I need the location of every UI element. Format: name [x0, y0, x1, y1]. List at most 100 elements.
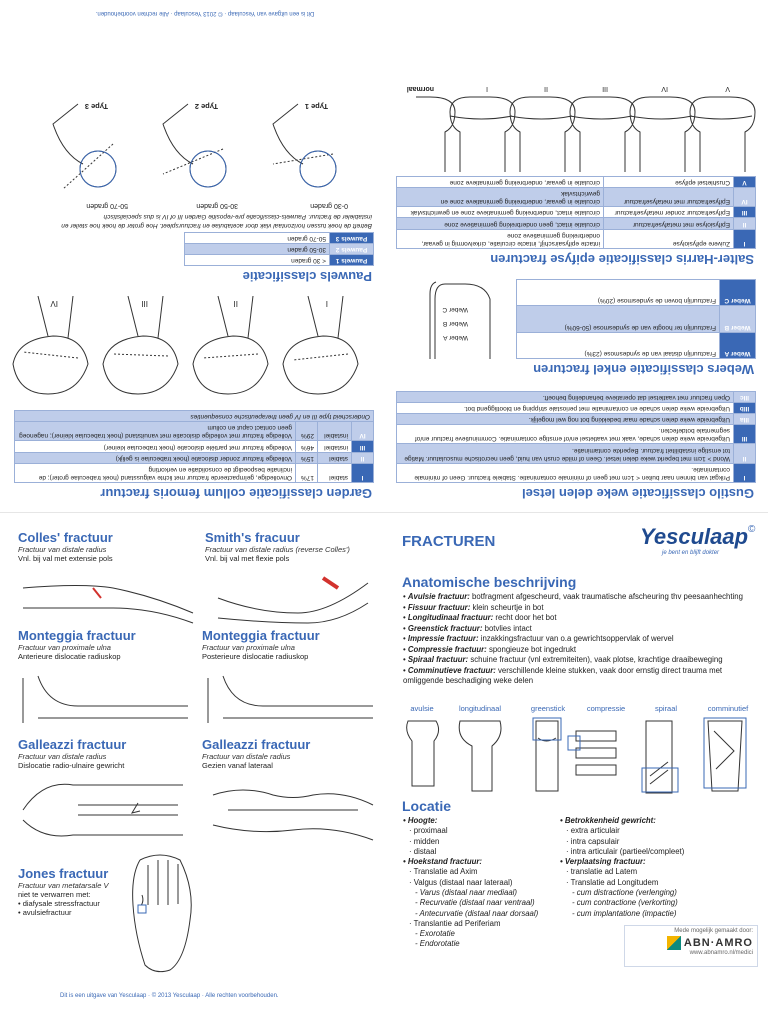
locatie-item: - cum implantatione (impactie) [572, 908, 677, 918]
locatie-item: · midden [409, 836, 440, 846]
colles-block: Colles' fractuur Fractuur van distale ra… [18, 530, 203, 563]
anatomy-item: • Longitudinaal fractuur: recht door het… [403, 613, 557, 623]
brand-symbol: © [748, 524, 756, 535]
locatie-item: · proximaal [409, 826, 448, 836]
jones-item: • avulsiefractuur [18, 908, 72, 917]
locatie-title: Locatie [402, 798, 452, 814]
smith-block: Smith's fracuur Fractuur van distale rad… [205, 530, 385, 563]
sponsor-name: ABN·AMRO [683, 937, 753, 949]
top-right-panel: Gustilo classificatie weke delen letsel … [392, 30, 760, 505]
fracture-line: Vnl. bij val met extensie pols [18, 554, 113, 563]
salter-fig-label: normaal [406, 85, 434, 92]
salter-fig-label: II [544, 85, 548, 92]
sponsor-url: www.abnamro.nl/medici [689, 950, 753, 956]
salter-fig-label: IV [661, 85, 668, 92]
abn-amro-logo-icon [666, 936, 681, 950]
garden-fig-label: I [325, 299, 328, 309]
locatie-left: • Hoogte:· proximaal· midden· distaal• H… [403, 816, 553, 950]
fracture-line: Vnl. bij val met flexie pols [205, 554, 290, 563]
fracture-line: Anterieure dislocatie radiuskop [18, 652, 121, 661]
salter-figures: V IV III II I normaal [392, 85, 760, 172]
garden-note-row: Onderscheid type III en IV geen therapeu… [14, 410, 374, 422]
jones-line: niet te verwarren met: [18, 890, 91, 899]
pauwels-type: Type 3 [84, 101, 108, 111]
fracture-line: Dislocatie radio-ulnaire gewricht [18, 761, 125, 770]
figure-label: avulsie [410, 704, 434, 713]
ankle-figure [429, 281, 491, 359]
salter-title: Salter-Harris classificatie epifyse frac… [490, 251, 754, 267]
wrist-figures [22, 576, 369, 624]
anatomy-item: • Avulsie fractuur: botfragment afgesche… [403, 592, 743, 601]
pauwels-angle: 50-70 graden [86, 201, 128, 209]
fracture-sub: Fractuur van distale radius [18, 545, 107, 554]
garden-figures: I II III IV [10, 296, 378, 404]
figure-label: spiraal [654, 704, 678, 713]
jones-block: Jones fractuur Fractuur van metatarsale … [18, 866, 138, 917]
fracture-sub: Fractuur van distale radius [202, 752, 291, 761]
weber-fig-label: Weber C [442, 305, 468, 313]
jones-sub: Fractuur van metatarsale V [18, 881, 109, 890]
locatie-item: - cum distractione (verlenging) [572, 887, 677, 897]
garden-fig-label: IV [50, 299, 58, 309]
figure-label: comminutief [707, 704, 749, 713]
pauwels-note: Betreft de hoek tussen horizontaal vlak … [61, 213, 372, 229]
fracture-title: Galleazzi fractuur [202, 737, 311, 752]
pauwels-hip-figures [52, 103, 337, 190]
fracture-sub: Fractuur van distale radius [18, 752, 107, 761]
locatie-item: • Hoogte: [403, 816, 438, 825]
locatie-item: • Verplaatsing fractuur: [560, 857, 646, 867]
sponsor-made-by: Mede mogelijk gemaakt door: [674, 928, 753, 934]
anatomy-item: • Comminutieve fractuur: verschillende k… [403, 665, 723, 686]
locatie-item: - Recurvatie (distaal naar ventraal) [415, 898, 535, 908]
monteggia-anterior-block: Monteggia fractuur Fractuur van proximal… [18, 628, 203, 661]
salter-fig-label: V [725, 85, 730, 92]
locatie-item: - Antecurvatie (distaal naar dorsaal) [415, 908, 539, 918]
anatomy-item: • Spiraal fractuur: schuine fractuur (vn… [403, 655, 723, 665]
pauwels-title: Pauwels classificatie [242, 269, 372, 285]
epiphysis-figures [416, 96, 756, 172]
salter-fig-label: I [486, 85, 488, 92]
foot-figure [132, 854, 192, 973]
fracture-title: Smith's fracuur [205, 530, 300, 545]
locatie-item: · Translatie ad Axim [409, 867, 478, 877]
figure-label: greenstick [530, 704, 566, 713]
garden-title: Garden classificatie collum femoris frac… [100, 486, 372, 501]
monteggia-posterior-block: Monteggia fractuur Fractuur van proximal… [202, 628, 387, 661]
weber-fig-label: Weber A [443, 333, 468, 341]
anatomy-list: • Avulsie fractuur: botfragment afgesche… [403, 592, 758, 687]
fracture-title: Galleazzi fractuur [18, 737, 127, 752]
brand-name: Yesculaap [640, 524, 749, 549]
galleazzi-block-1: Galleazzi fractuur Fractuur van distale … [18, 737, 203, 770]
fracture-sub: Fractuur van proximale ulna [18, 643, 111, 652]
garden-fig-label: III [141, 299, 148, 309]
locatie-right: • Betrokkenheid gewricht:· extra articul… [560, 816, 760, 919]
locatie-item: - cum contractione (verkorting) [572, 898, 678, 908]
forearm-figures [22, 783, 374, 841]
fracture-type-drawings [406, 717, 747, 794]
locatie-item: - Varus (distaal naar mediaal) [415, 887, 517, 897]
locatie-item: · translatie ad Latem [566, 867, 638, 877]
anatomy-item: • Greenstick fractuur: botvlies intact [403, 623, 532, 633]
fracture-title: Colles' fractuur [18, 530, 113, 545]
locatie-item: • Hoekstand fractuur: [403, 857, 482, 867]
locatie-item: · Translantie ad Periferiam [409, 918, 501, 928]
fracture-title: Monteggia fractuur [18, 628, 136, 643]
locatie-item: · extra articulair [566, 826, 620, 836]
pauwels-angle: 30-50 graden [196, 201, 238, 209]
fracture-sub: Fractuur van distale radius (reverse Col… [205, 545, 350, 554]
